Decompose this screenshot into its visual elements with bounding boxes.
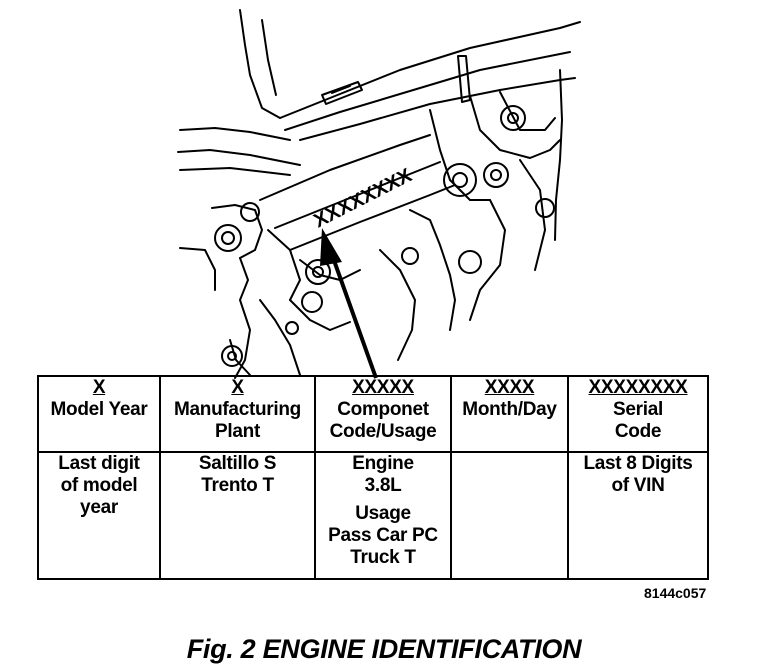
label-manufacturing-plant-2: Plant xyxy=(215,421,260,442)
body-line: Trento T xyxy=(201,475,274,496)
figure-caption: Fig. 2 ENGINE IDENTIFICATION xyxy=(186,634,582,664)
label-model-year: Model Year xyxy=(50,399,148,420)
body-component-code: Engine 3.8L Usage Pass Car PC Truck T xyxy=(314,451,452,580)
body-line: Saltillo S xyxy=(198,453,277,474)
body-line: Pass Car PC xyxy=(328,525,438,546)
stamp-text: XXXXXXXX xyxy=(310,164,416,232)
body-model-year: Last digit of model year xyxy=(37,451,161,580)
header-model-year: X Model Year xyxy=(37,375,161,453)
body-line: Last 8 Digits xyxy=(583,453,693,474)
figure-reference-id: 8144c057 xyxy=(644,585,707,601)
body-line: Truck T xyxy=(350,547,416,568)
body-line: Usage xyxy=(355,503,411,524)
code-serial: XXXXXXXX xyxy=(588,377,688,398)
body-manufacturing-plant: Saltillo S Trento T xyxy=(159,451,316,580)
body-line: Engine xyxy=(352,453,414,474)
code-model-year: X xyxy=(92,377,106,398)
label-serial-1: Serial xyxy=(613,399,663,420)
code-month-day: XXXX xyxy=(484,377,535,398)
body-line: Last digit xyxy=(58,453,140,474)
table-body-row: Last digit of model year Saltillo S Tren… xyxy=(37,451,709,580)
label-manufacturing-plant-1: Manufacturing xyxy=(174,399,301,420)
table-header-row: X Model Year X Manufacturing Plant XXXXX… xyxy=(37,375,709,453)
code-component: XXXXX xyxy=(352,377,414,398)
code-manufacturing-plant: X xyxy=(231,377,244,398)
engine-id-table: X Model Year X Manufacturing Plant XXXXX… xyxy=(37,375,709,580)
body-month-day xyxy=(450,451,569,580)
header-serial-code: XXXXXXXX Serial Code xyxy=(567,375,709,453)
pointer-arrow xyxy=(320,228,378,379)
header-month-day: XXXX Month/Day xyxy=(450,375,569,453)
label-component-1: Componet xyxy=(337,399,429,420)
label-month-day: Month/Day xyxy=(462,399,557,420)
body-line: of VIN xyxy=(611,475,665,496)
body-line: of model xyxy=(60,475,138,496)
label-serial-2: Code xyxy=(614,421,662,442)
label-component-2: Code/Usage xyxy=(329,421,437,442)
header-component-code: XXXXX Componet Code/Usage xyxy=(314,375,452,453)
body-serial-code: Last 8 Digits of VIN xyxy=(567,451,709,580)
body-line: 3.8L xyxy=(364,475,402,496)
header-manufacturing-plant: X Manufacturing Plant xyxy=(159,375,316,453)
body-line: year xyxy=(80,497,118,518)
engine-block-illustration: XXXXXXXX xyxy=(177,9,581,379)
